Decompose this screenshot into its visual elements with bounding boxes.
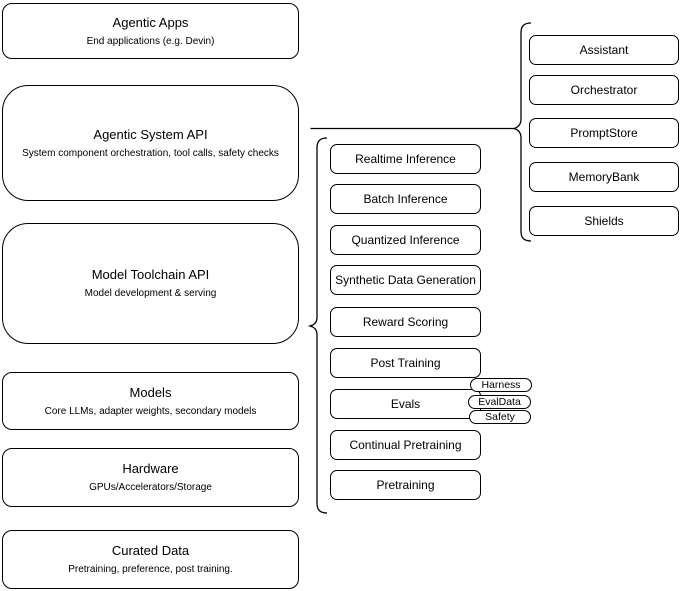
node-synthetic-data-generation: Synthetic Data Generation — [330, 265, 481, 295]
node-shields: Shields — [529, 206, 679, 236]
node-assistant: Assistant — [529, 35, 679, 65]
tag-evaldata: EvalData — [468, 395, 531, 409]
node-models: Models Core LLMs, adapter weights, secon… — [2, 372, 299, 430]
node-continual-pretraining: Continual Pretraining — [330, 430, 481, 460]
tag-harness: Harness — [470, 378, 532, 392]
node-realtime-inference: Realtime Inference — [330, 144, 481, 174]
node-label: PromptStore — [570, 126, 638, 140]
node-subtitle: End applications (e.g. Devin) — [86, 35, 215, 47]
node-curated-data: Curated Data Pretraining, preference, po… — [2, 530, 299, 589]
node-quantized-inference: Quantized Inference — [330, 225, 481, 255]
tag-label: EvalData — [478, 396, 521, 408]
node-agentic-system-api: Agentic System API System component orch… — [2, 85, 299, 201]
node-label: MemoryBank — [568, 170, 640, 184]
node-title: Model Toolchain API — [91, 267, 210, 282]
node-promptstore: PromptStore — [529, 118, 679, 148]
node-title: Agentic Apps — [112, 14, 189, 30]
node-title: Curated Data — [111, 543, 190, 558]
node-title: Agentic System API — [93, 126, 208, 142]
node-post-training: Post Training — [330, 348, 481, 378]
node-label: Post Training — [370, 356, 441, 370]
node-evals: Evals — [330, 389, 481, 419]
node-subtitle: System component orchestration, tool cal… — [22, 147, 279, 159]
toolchain-brace — [307, 137, 328, 514]
node-reward-scoring: Reward Scoring — [330, 307, 481, 337]
node-label: Batch Inference — [363, 192, 448, 206]
node-label: Quantized Inference — [351, 233, 460, 247]
node-subtitle: GPUs/Accelerators/Storage — [89, 482, 212, 493]
node-subtitle: Model development & serving — [84, 288, 217, 299]
node-label: Shields — [584, 214, 624, 228]
node-model-toolchain-api: Model Toolchain API Model development & … — [2, 223, 299, 344]
node-batch-inference: Batch Inference — [330, 184, 481, 214]
node-orchestrator: Orchestrator — [529, 75, 679, 105]
node-title: Models — [129, 384, 172, 400]
node-subtitle: Core LLMs, adapter weights, secondary mo… — [44, 405, 257, 417]
node-subtitle: Pretraining, preference, post training. — [68, 564, 233, 575]
tag-safety: Safety — [469, 410, 531, 424]
node-label: Assistant — [579, 43, 629, 57]
node-label: Evals — [390, 397, 421, 411]
node-label: Pretraining — [376, 478, 435, 492]
node-memorybank: MemoryBank — [529, 162, 679, 192]
node-label: Orchestrator — [570, 83, 638, 97]
node-label: Reward Scoring — [362, 315, 449, 329]
tag-label: Harness — [481, 379, 521, 391]
node-pretraining: Pretraining — [330, 470, 481, 500]
node-agentic-apps: Agentic Apps End applications (e.g. Devi… — [2, 3, 299, 59]
node-label: Continual Pretraining — [349, 438, 462, 452]
node-hardware: Hardware GPUs/Accelerators/Storage — [2, 448, 299, 507]
node-title: Hardware — [122, 461, 179, 476]
node-label: Synthetic Data Generation — [335, 273, 476, 287]
node-label: Realtime Inference — [355, 152, 456, 166]
tag-label: Safety — [485, 411, 515, 423]
